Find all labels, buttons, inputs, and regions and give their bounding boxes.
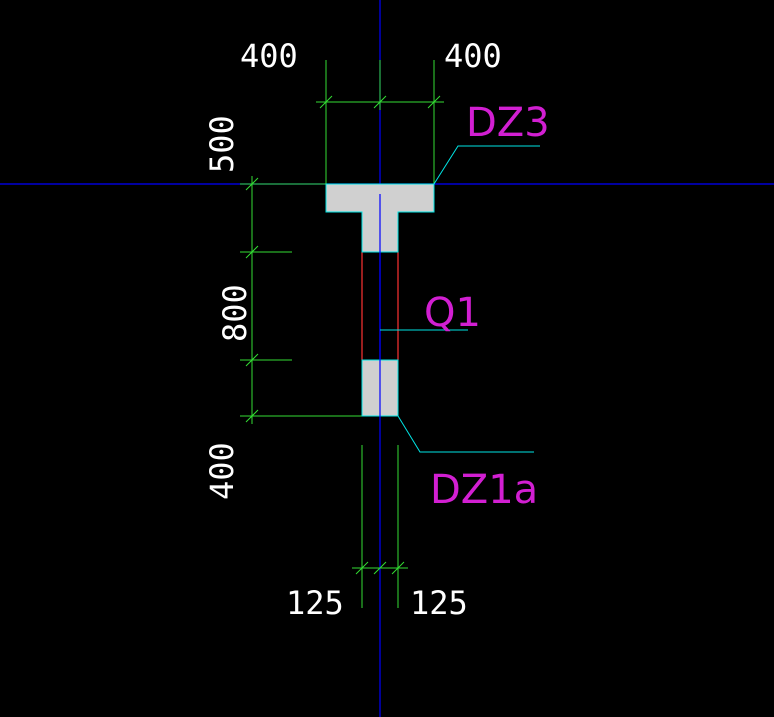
dim-bottom-right-label: 125 [410,584,468,622]
dim-left-top-label: 500 [203,115,241,173]
dim-bottom-left-label: 125 [286,584,344,622]
dim-top-left-label: 400 [240,37,298,75]
dim-left-bottom-label: 400 [203,442,241,500]
leader-dz1a [397,415,534,453]
dim-top-right-label: 400 [444,37,502,75]
bottom-dimension [352,445,408,608]
top-dimension [316,60,444,184]
leader-dz3 [433,145,540,185]
left-dimension [240,176,362,424]
tag-dz1a: DZ1a [430,467,538,513]
wall-q1 [361,252,399,360]
tag-dz3: DZ3 [466,100,550,146]
tag-q1: Q1 [424,290,481,336]
dim-left-mid-label: 800 [216,284,254,342]
